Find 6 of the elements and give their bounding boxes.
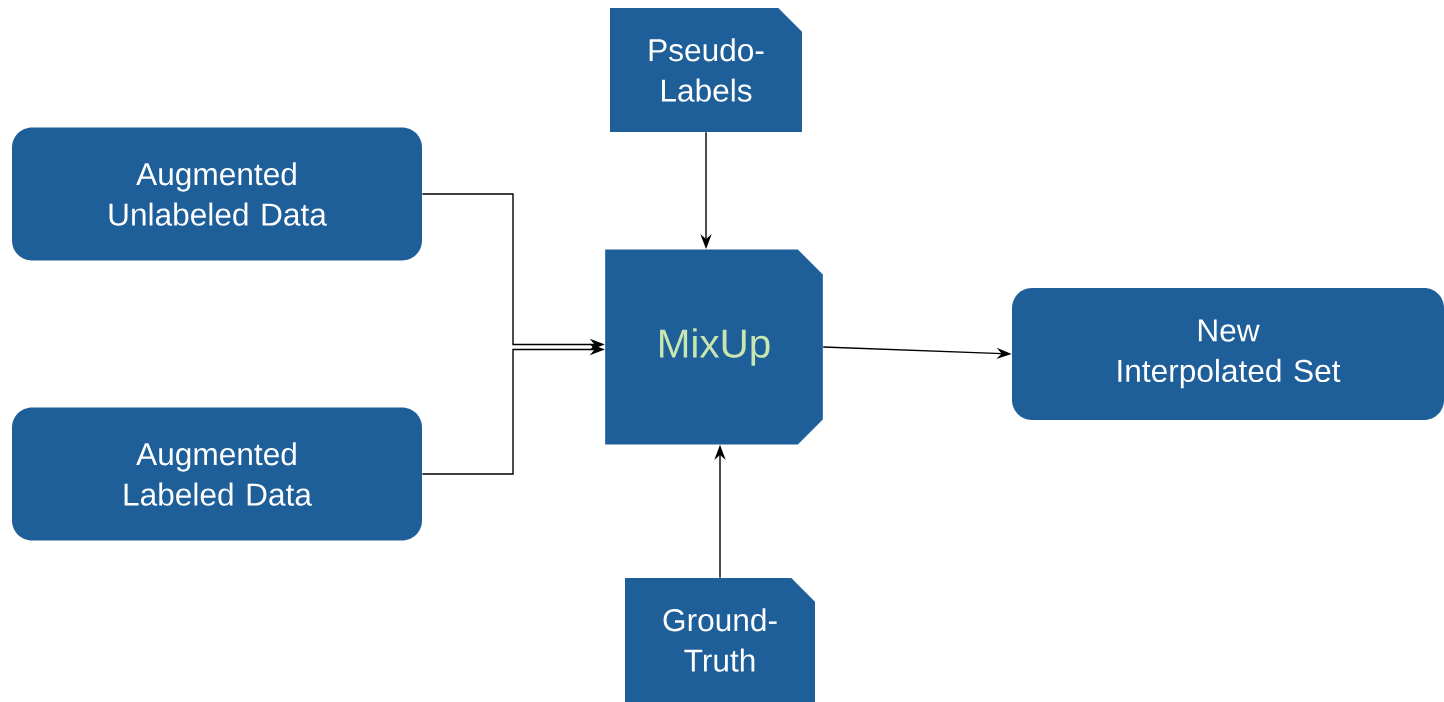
rounded-box: New Interpolated Set	[1012, 288, 1444, 420]
chamfered-box: Ground-Truth	[625, 578, 815, 702]
rounded-box: Augmented Labeled Data	[12, 407, 422, 541]
rounded-box: Augmented Unlabeled Data	[12, 127, 422, 261]
chamfered-box: MixUp	[605, 249, 823, 445]
chamfered-box: Pseudo-Labels	[610, 8, 802, 132]
